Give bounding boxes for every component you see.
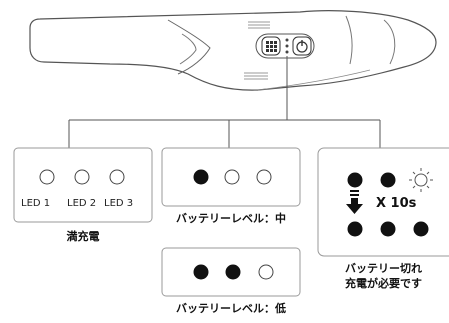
full-charge-led-2-off [74, 169, 90, 185]
scanner-grip-notch [179, 33, 197, 65]
depleted-after-led-3-on [413, 221, 429, 237]
depleted-after-led-1-on [347, 221, 363, 237]
scanner-window-curve [383, 19, 396, 65]
depleted-before-led-1-on [347, 172, 363, 188]
depleted-after-led-2-on [380, 221, 396, 237]
scanner-device [29, 10, 437, 91]
panel-full-charge-box [13, 147, 153, 223]
scanner-underside-line [257, 69, 371, 91]
indicator-leds [285, 38, 289, 54]
scanner-grip-curve [167, 19, 211, 75]
battery-low-led-1-on [193, 264, 209, 280]
caption-depleted-line1: バッテリー切れ [345, 262, 422, 275]
power-icon[interactable] [292, 36, 312, 56]
led-layer [39, 169, 429, 280]
down-arrow-icon [346, 190, 363, 214]
scanner-body-outline [29, 10, 437, 91]
caption-full-charge: 満充電 [66, 230, 100, 243]
battery-low-led-3-off [258, 264, 274, 280]
grid-icon[interactable] [261, 36, 281, 56]
blink-led-icon [409, 168, 433, 192]
caption-depleted-line2: 充電が必要です [345, 277, 422, 290]
grip-ridges-top [248, 21, 270, 29]
battery-medium-led-2-off [224, 169, 240, 185]
scanner-head-curve [345, 15, 353, 65]
battery-medium-led-1-on [193, 169, 209, 185]
grip-ridges-bottom [244, 72, 268, 80]
full-charge-led-1-off [39, 169, 55, 185]
depleted-before-led-2-on [380, 172, 396, 188]
led-label-3: LED 3 [104, 198, 134, 209]
repeat-duration-label: X 10s [376, 196, 417, 211]
led-label-2: LED 2 [67, 198, 97, 209]
caption-battery-medium: バッテリーレベル：中 [176, 212, 286, 225]
connector-lines [68, 56, 381, 148]
led-label-1: LED 1 [21, 198, 51, 209]
battery-low-led-2-on [225, 264, 241, 280]
caption-battery-low: バッテリーレベル：低 [176, 302, 286, 315]
full-charge-led-3-off [109, 169, 125, 185]
battery-medium-led-3-off [256, 169, 272, 185]
